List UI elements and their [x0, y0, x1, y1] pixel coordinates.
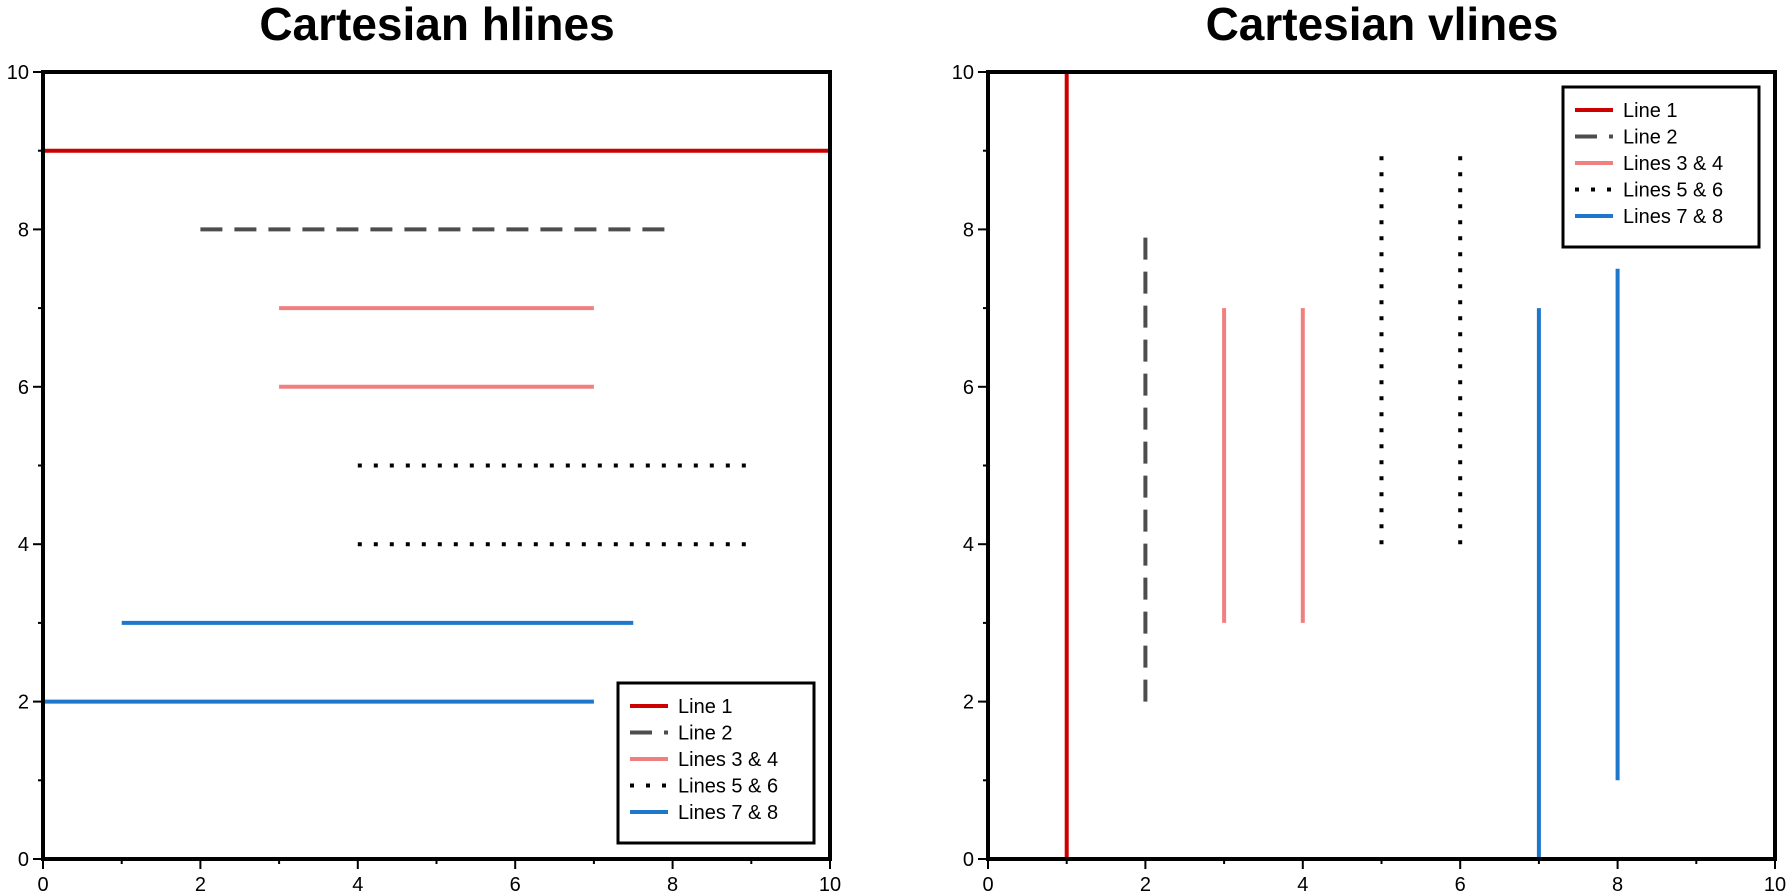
y-tick-label: 8: [18, 219, 29, 241]
x-tick-label: 6: [510, 874, 521, 895]
y-tick-label: 10: [7, 62, 29, 84]
legend-label: Line 2: [1623, 127, 1678, 149]
x-tick-label: 8: [667, 874, 678, 895]
y-tick-label: 4: [18, 534, 29, 556]
y-tick-label: 2: [963, 692, 974, 714]
x-tick-label: 0: [37, 874, 48, 895]
legend-label: Line 2: [678, 723, 733, 745]
x-tick-label: 0: [982, 874, 993, 895]
legend: Line 1 Line 2 Lines 3 & 4 Lines 5 & 6 Lines …: [616, 681, 816, 845]
y-tick-label: 10: [952, 62, 974, 84]
y-tick-label: 2: [18, 692, 29, 714]
legend-label: Line 1: [1623, 100, 1678, 122]
y-tick-label: 8: [963, 219, 974, 241]
legend: Line 1 Line 2 Lines 3 & 4 Lines 5 & 6 Lines …: [1561, 85, 1761, 249]
x-tick-label: 4: [1297, 874, 1308, 895]
plot-lines: [1064, 72, 1620, 859]
y-tick-label: 6: [963, 377, 974, 399]
chart-title: Cartesian hlines: [259, 0, 614, 50]
legend-label: Lines 3 & 4: [678, 749, 778, 771]
plot-lines: [43, 148, 830, 704]
x-tick-label: 6: [1455, 874, 1466, 895]
y-tick-label: 0: [18, 849, 29, 871]
x-tick-label: 4: [352, 874, 363, 895]
y-tick-label: 0: [963, 849, 974, 871]
x-tick-label: 10: [819, 874, 841, 895]
x-tick-label: 10: [1764, 874, 1786, 895]
legend-label: Line 1: [678, 696, 733, 718]
x-tick-label: 8: [1612, 874, 1623, 895]
legend-box: [1561, 85, 1761, 249]
x-tick-label: 2: [195, 874, 206, 895]
chart-title: Cartesian vlines: [1206, 0, 1559, 50]
axes: 0 2 4 6 8 10 0 2 4 6 8 10: [7, 62, 841, 895]
legend-label: Lines 3 & 4: [1623, 153, 1723, 175]
legend-label: Lines 5 & 6: [678, 776, 778, 798]
legend-label: Lines 7 & 8: [678, 802, 778, 824]
x-tick-label: 2: [1140, 874, 1151, 895]
y-tick-label: 6: [18, 377, 29, 399]
axes: 0 2 4 6 8 10 0 2 4 6 8 10: [952, 62, 1786, 895]
legend-label: Lines 5 & 6: [1623, 180, 1723, 202]
legend-box: [616, 681, 816, 845]
y-tick-label: 4: [963, 534, 974, 556]
legend-label: Lines 7 & 8: [1623, 206, 1723, 228]
